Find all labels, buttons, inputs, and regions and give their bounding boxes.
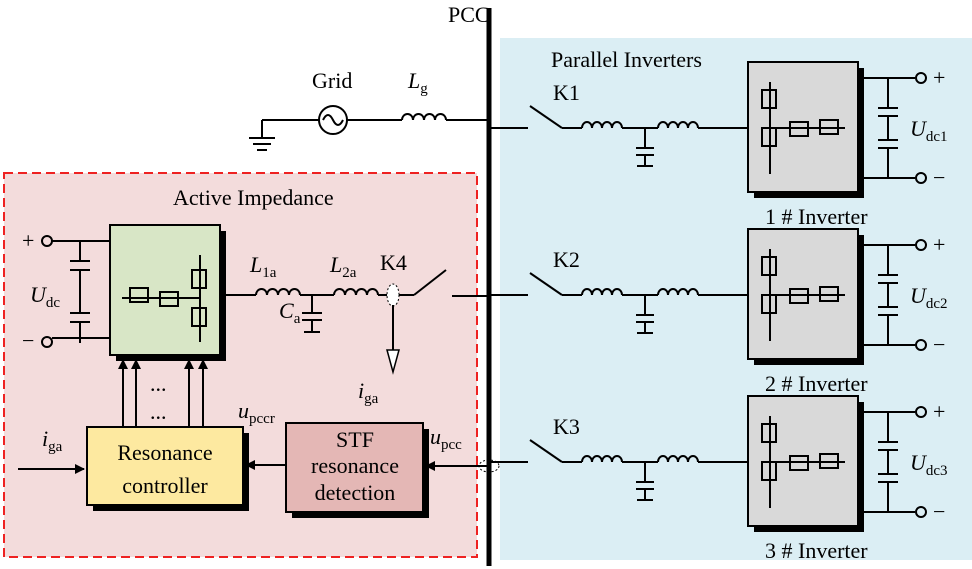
iga-output-label: iga xyxy=(358,378,379,407)
active-converter-box xyxy=(109,224,221,356)
k4-label: K4 xyxy=(380,250,407,275)
switch-label: K3 xyxy=(553,414,580,439)
udc-label: Udc1 xyxy=(910,116,948,145)
switch-label: K2 xyxy=(553,247,580,272)
iga-arrow xyxy=(386,349,400,375)
udc-label: Udc xyxy=(30,282,60,311)
udc-label: Udc2 xyxy=(910,283,948,312)
switch-k2 xyxy=(529,272,563,296)
grid-inductor xyxy=(401,113,447,121)
minus-terminal-label: − xyxy=(933,332,945,357)
upccr-label: upccr xyxy=(238,398,275,427)
upcc-label: upcc xyxy=(430,424,462,453)
k4-switch xyxy=(413,269,447,296)
switch-k3 xyxy=(529,439,563,463)
svg-text:−: − xyxy=(22,328,34,353)
udc-label: Udc3 xyxy=(910,450,948,479)
pcc-label: PCC xyxy=(448,2,490,27)
inverter-3: + − K3 3 # Inverter Udc3 xyxy=(489,395,948,563)
dots-lower: ... xyxy=(150,399,167,424)
lg-label: Lg xyxy=(407,68,428,97)
current-sensor-icon xyxy=(386,283,400,307)
active-impedance-title: Active Impedance xyxy=(173,185,334,210)
ca-label: Ca xyxy=(279,298,301,327)
gate-signal-arrows xyxy=(118,359,208,427)
parallel-inverters-region xyxy=(500,38,972,560)
minus-terminal-label: − xyxy=(933,499,945,524)
controller-line-1: Resonance xyxy=(117,440,212,465)
inverter-2: + − K2 2 # Inverter Udc2 xyxy=(489,228,948,396)
lcl-filter xyxy=(220,269,489,375)
switch-label: K1 xyxy=(553,80,580,105)
inverter-1: + − K1 1 # Inverter Udc1 xyxy=(489,61,948,229)
dc-link: + − xyxy=(22,228,110,353)
controller-line-2: controller xyxy=(122,473,208,498)
stf-detection-box xyxy=(285,422,424,513)
plus-terminal-label: + xyxy=(933,232,945,257)
l1a-label: L1a xyxy=(249,252,277,281)
stf-line-3: detection xyxy=(315,480,396,505)
iga-input-label: iga xyxy=(42,426,63,455)
voltage-sensor-icon xyxy=(478,459,500,473)
dots-upper: ... xyxy=(150,371,167,396)
switch-k1 xyxy=(529,105,563,129)
grid-branch xyxy=(249,105,489,151)
inverter-name: 2 # Inverter xyxy=(765,371,868,396)
inverter-name: 3 # Inverter xyxy=(765,538,868,563)
plus-terminal-label: + xyxy=(933,65,945,90)
parallel-inverters-title: Parallel Inverters xyxy=(551,47,702,72)
minus-terminal-label: − xyxy=(933,165,945,190)
inverter-name: 1 # Inverter xyxy=(765,204,868,229)
resonance-controller-box xyxy=(86,426,244,506)
plus-terminal-label: + xyxy=(933,399,945,424)
grid-label: Grid xyxy=(312,68,352,93)
stf-line-1: STF xyxy=(336,427,374,452)
svg-text:+: + xyxy=(22,228,34,253)
igbt-bridge-icon xyxy=(122,255,207,342)
stf-line-2: resonance xyxy=(311,453,399,478)
l2a-label: L2a xyxy=(329,252,357,281)
